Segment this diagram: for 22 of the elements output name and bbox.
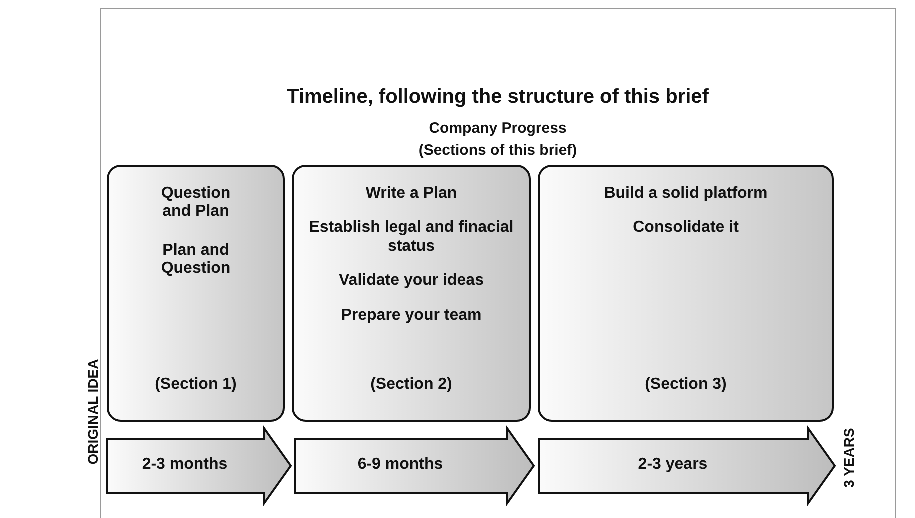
box-text: Write a Plan [366,185,458,204]
box-text: Prepare your team [341,306,482,325]
axis-label: 3 YEARS [841,428,857,488]
box-text: Establish legal and finacial status [308,219,515,256]
box-text: Plan and Question [160,242,232,279]
box-text: Consolidate it [633,219,739,238]
subtitle: Company Progress [428,120,568,137]
axis-label: ORIGINAL IDEA [85,359,101,465]
title: Timeline, following the structure of this brief [286,86,710,109]
box-text: Validate your ideas [339,272,484,291]
section-box [538,165,834,422]
box-text: Build a solid platform [604,185,768,204]
section-box [107,165,285,422]
box-text: (Section 3) [644,376,728,394]
box-text: (Section 1) [154,376,238,394]
subtitle: (Sections of this brief) [418,142,578,159]
box-text: (Section 2) [370,376,454,394]
box-text: Question and Plan [160,185,232,222]
duration-text: 2-3 years [637,456,709,474]
duration-text: 6-9 months [356,456,444,474]
section-box [292,165,531,422]
duration-text: 2-3 months [141,456,229,474]
